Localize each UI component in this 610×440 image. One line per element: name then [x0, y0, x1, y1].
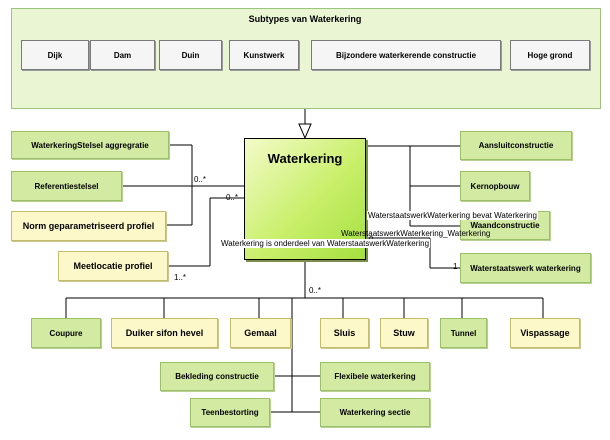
subtype-dam: Dam — [90, 40, 155, 70]
multiplicity-label: 0..* — [194, 175, 207, 184]
association-label-waterstaatswerk: WaterstaatswerkWaterkering_Waterkering — [341, 229, 491, 238]
multiplicity-label: 0..* — [226, 193, 239, 202]
class-waterkeringstelsel-aggregatie: WaterkeringStelsel aggregratie — [11, 131, 169, 159]
subtypes-title: Subtypes van Waterkering — [248, 14, 362, 24]
class-aansluitconstructie: Aansluitconstructie — [460, 131, 572, 160]
class-stuw: Stuw — [380, 318, 428, 348]
class-teenbestorting: Teenbestorting — [190, 398, 270, 427]
association-label-onderdeel: Waterkering is onderdeel van Waterstaats… — [220, 239, 431, 248]
subtype-hoge-grond: Hoge grond — [510, 40, 590, 70]
class-sluis: Sluis — [320, 318, 369, 348]
class-meetlocatie-profiel: Meetlocatie profiel — [58, 251, 168, 281]
class-kernopbouw: Kernopbouw — [460, 171, 530, 201]
class-coupure: Coupure — [31, 318, 101, 348]
class-vispassage: Vispassage — [510, 318, 580, 348]
multiplicity-label: 0..* — [309, 286, 322, 295]
class-waterkering-sectie: Waterkering sectie — [320, 398, 430, 427]
class-flexibele-waterkering: Flexibele waterkering — [320, 362, 430, 391]
class-tunnel: Tunnel — [440, 318, 487, 348]
generalization-arrow — [298, 123, 312, 140]
class-waterstaatswerk-waterkering: Waterstaatswerk waterkering — [460, 253, 591, 283]
class-gemaal: Gemaal — [230, 318, 291, 348]
subtype-bijzondere: Bijzondere waterkerende constructie — [311, 40, 501, 70]
subtype-duin: Duin — [159, 40, 222, 70]
multiplicity-label: 1 — [453, 262, 458, 271]
class-referentiestelsel: Referentiestelsel — [11, 171, 122, 201]
subtype-kunstwerk: Kunstwerk — [229, 40, 299, 70]
main-class-title: Waterkering — [267, 151, 343, 166]
class-norm-profiel: Norm geparametriseerd profiel — [11, 211, 166, 241]
class-duiker-sifon-hevel: Duiker sifon hevel — [111, 318, 218, 348]
multiplicity-label: 1..* — [174, 273, 187, 282]
class-bekleding-constructie: Bekleding constructie — [160, 362, 274, 391]
subtype-dijk: Dijk — [21, 40, 89, 70]
association-label-bevat: WaterstaatswerkWaterkering bevat Waterke… — [367, 211, 538, 220]
